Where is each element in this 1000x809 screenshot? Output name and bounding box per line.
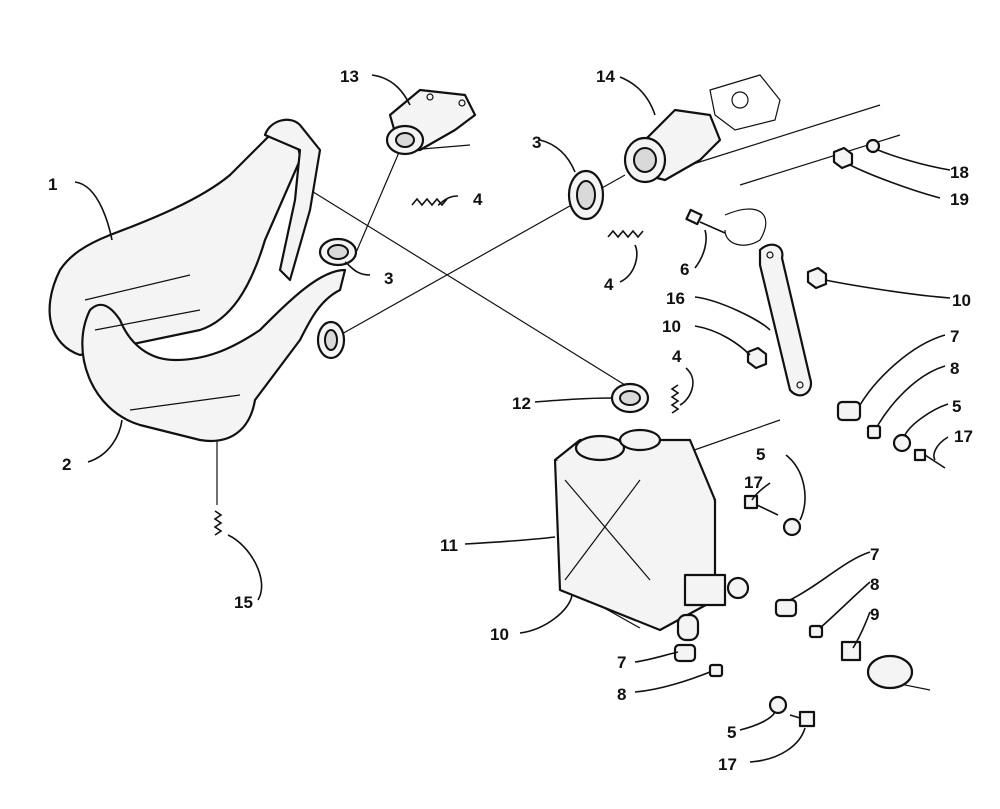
callout-4: 4: [473, 190, 483, 209]
callout-9: 9: [870, 605, 879, 624]
callout-12: 12: [512, 394, 531, 413]
washer: [865, 138, 881, 154]
callout-17: 17: [718, 755, 737, 774]
callout-8: 8: [870, 575, 879, 594]
exhaust-manifold-left: [385, 88, 477, 156]
callout-10: 10: [952, 291, 971, 310]
leader-lines: [74, 74, 951, 763]
callout-10: 10: [490, 625, 509, 644]
callout-2: 2: [62, 455, 71, 474]
callout-7: 7: [617, 653, 626, 672]
springs: [213, 197, 680, 536]
nut: [806, 266, 828, 290]
callout-4: 4: [672, 347, 682, 366]
hardware-stack-lower: [743, 494, 914, 690]
callout-16: 16: [666, 289, 685, 308]
muffler-assembly: [48, 118, 347, 443]
hardware-stack-bottom: [673, 643, 816, 728]
expansion-chamber-lower: [81, 268, 347, 443]
callout-7: 7: [950, 327, 959, 346]
callout-labels: 1 2 3 3 4 4 4 5 5 5 6 7 7 7 8 8 8 9 10 1…: [48, 67, 973, 774]
callout-14: 14: [596, 67, 615, 86]
bolt: [685, 208, 767, 246]
silencer-box: [553, 428, 750, 642]
callout-6: 6: [680, 260, 689, 279]
callout-3: 3: [532, 133, 541, 152]
callout-1: 1: [48, 175, 57, 194]
nut: [832, 146, 854, 170]
callout-13: 13: [340, 67, 359, 86]
callout-7: 7: [870, 545, 879, 564]
callout-8: 8: [950, 359, 959, 378]
callout-5: 5: [727, 723, 736, 742]
callout-17: 17: [954, 427, 973, 446]
callout-5: 5: [952, 397, 961, 416]
callout-5: 5: [756, 445, 765, 464]
exhaust-manifold-right: [623, 74, 781, 184]
callout-3: 3: [384, 269, 393, 288]
tailpipe: [263, 118, 322, 282]
callout-19: 19: [950, 190, 969, 209]
callout-4: 4: [604, 275, 614, 294]
callout-18: 18: [950, 163, 969, 182]
hardware-stack-upper: [836, 400, 946, 469]
callout-10: 10: [662, 317, 681, 336]
callout-17: 17: [744, 473, 763, 492]
nut: [746, 346, 768, 370]
support-bracket: [758, 243, 813, 397]
callout-15: 15: [234, 593, 253, 612]
callout-8: 8: [617, 685, 626, 704]
callout-11: 11: [440, 536, 458, 555]
